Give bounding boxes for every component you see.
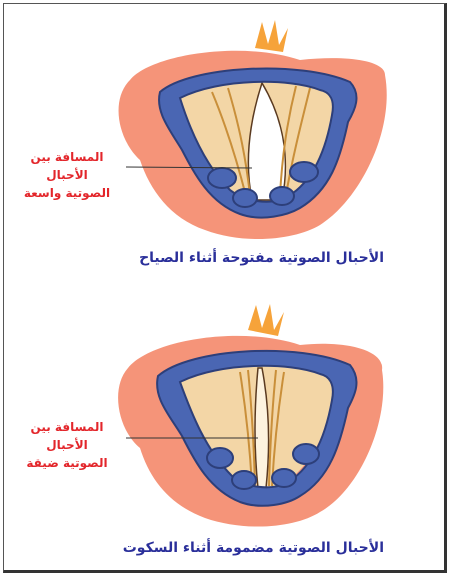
open-gap-label-line-2: الصوتية واسعة xyxy=(8,184,126,202)
closed-caption: الأحبال الصوتية مضمومة أثناء السكوت xyxy=(123,540,384,556)
epiglottis-tuft xyxy=(255,20,288,52)
epiglottis-tuft xyxy=(248,304,284,336)
open-gap-label-line-1: المسافة بين الأحبال xyxy=(8,148,126,184)
open-vocal-cords-panel: المسافة بين الأحبال الصوتية واسعة الأحبا… xyxy=(0,0,454,290)
closed-gap-label-line-1: المسافة بين الأحبال xyxy=(8,418,126,454)
open-vocal-cords-illustration xyxy=(0,0,454,290)
closed-gap-label-line-2: الصوتية ضيقة xyxy=(8,454,126,472)
closed-gap-label: المسافة بين الأحبال الصوتية ضيقة xyxy=(8,418,126,472)
closed-vocal-cords-panel: المسافة بين الأحبال الصوتية ضيقة الأحبال… xyxy=(0,290,454,579)
open-caption: الأحبال الصوتية مفتوحة أثناء الصياح xyxy=(139,250,384,266)
open-gap-label: المسافة بين الأحبال الصوتية واسعة xyxy=(8,148,126,202)
